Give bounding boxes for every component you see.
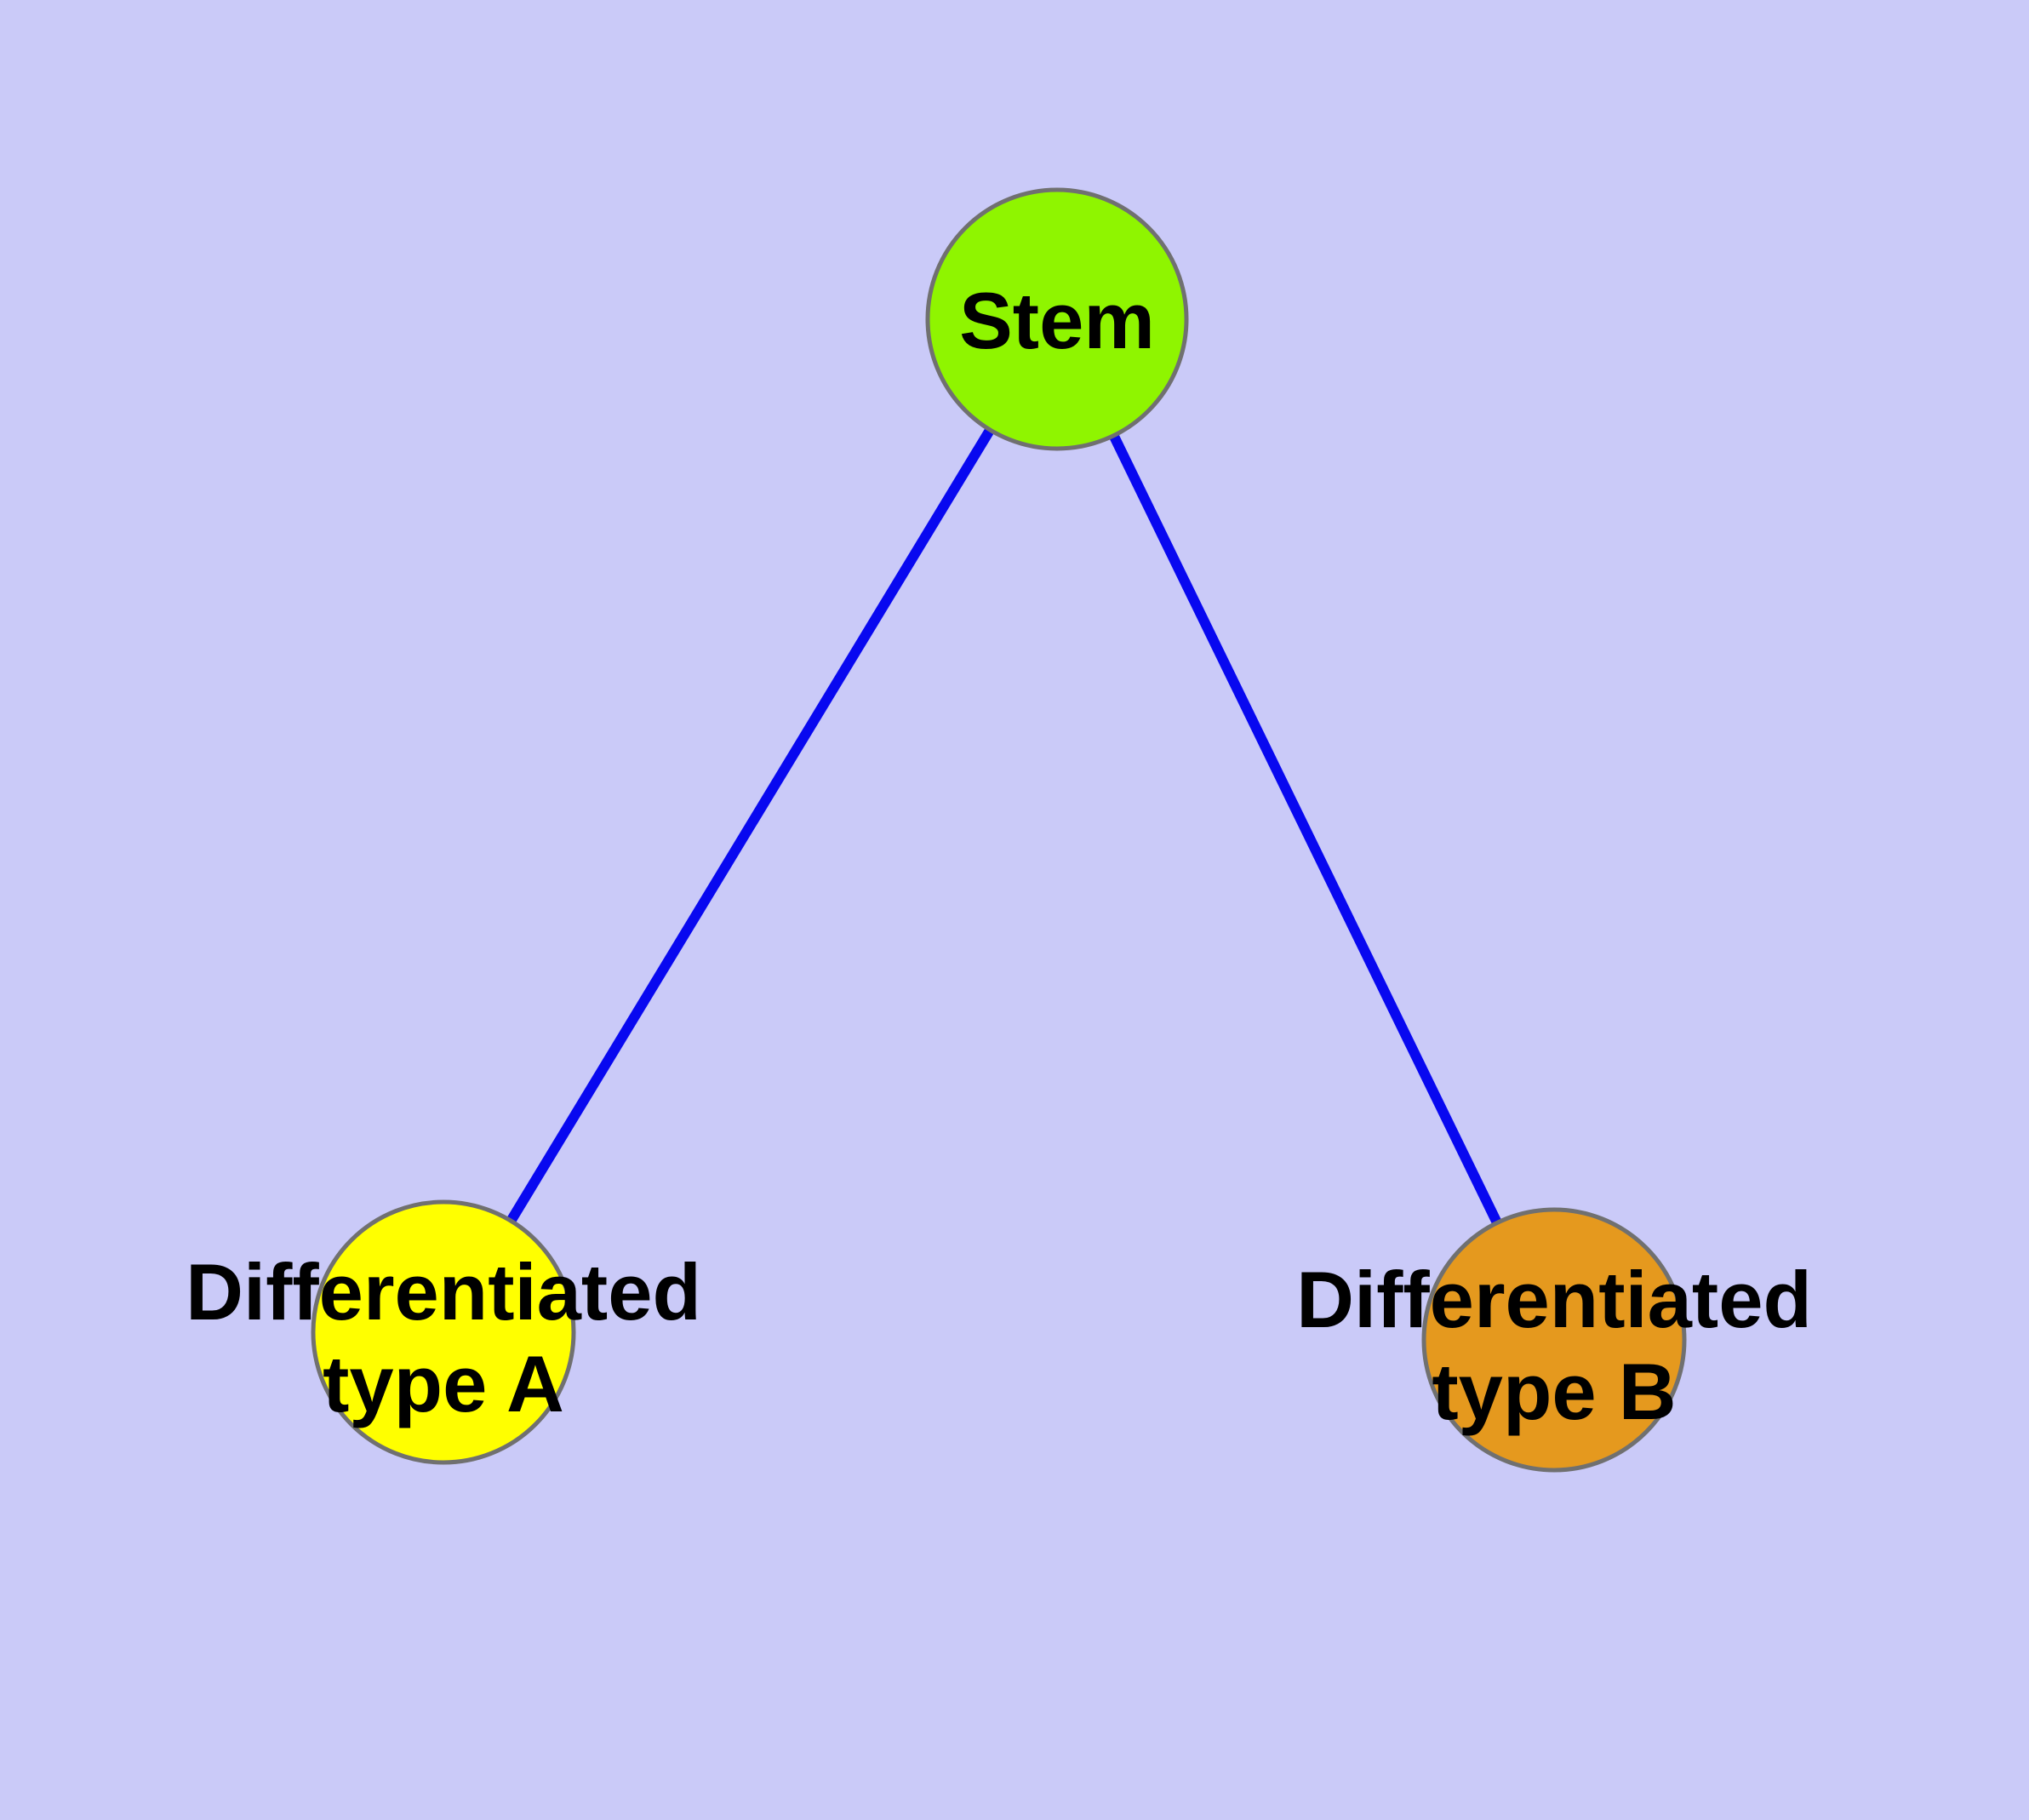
- node-stem-label: Stem: [959, 276, 1155, 365]
- node-type-a-label-line1: Differentiated: [186, 1247, 701, 1336]
- node-differentiated-type-b: [1421, 1207, 1687, 1473]
- edge-stem-to-type-a: [438, 316, 1062, 1336]
- node-type-b-label-line2: type B: [1432, 1347, 1676, 1436]
- edge-stem-to-type-b: [1052, 317, 1559, 1342]
- node-differentiated-type-a: [311, 1199, 576, 1465]
- node-stem: [925, 187, 1189, 451]
- node-type-a-label-line2: type A: [323, 1339, 564, 1428]
- node-type-b-label-line1: Differentiated: [1296, 1255, 1812, 1344]
